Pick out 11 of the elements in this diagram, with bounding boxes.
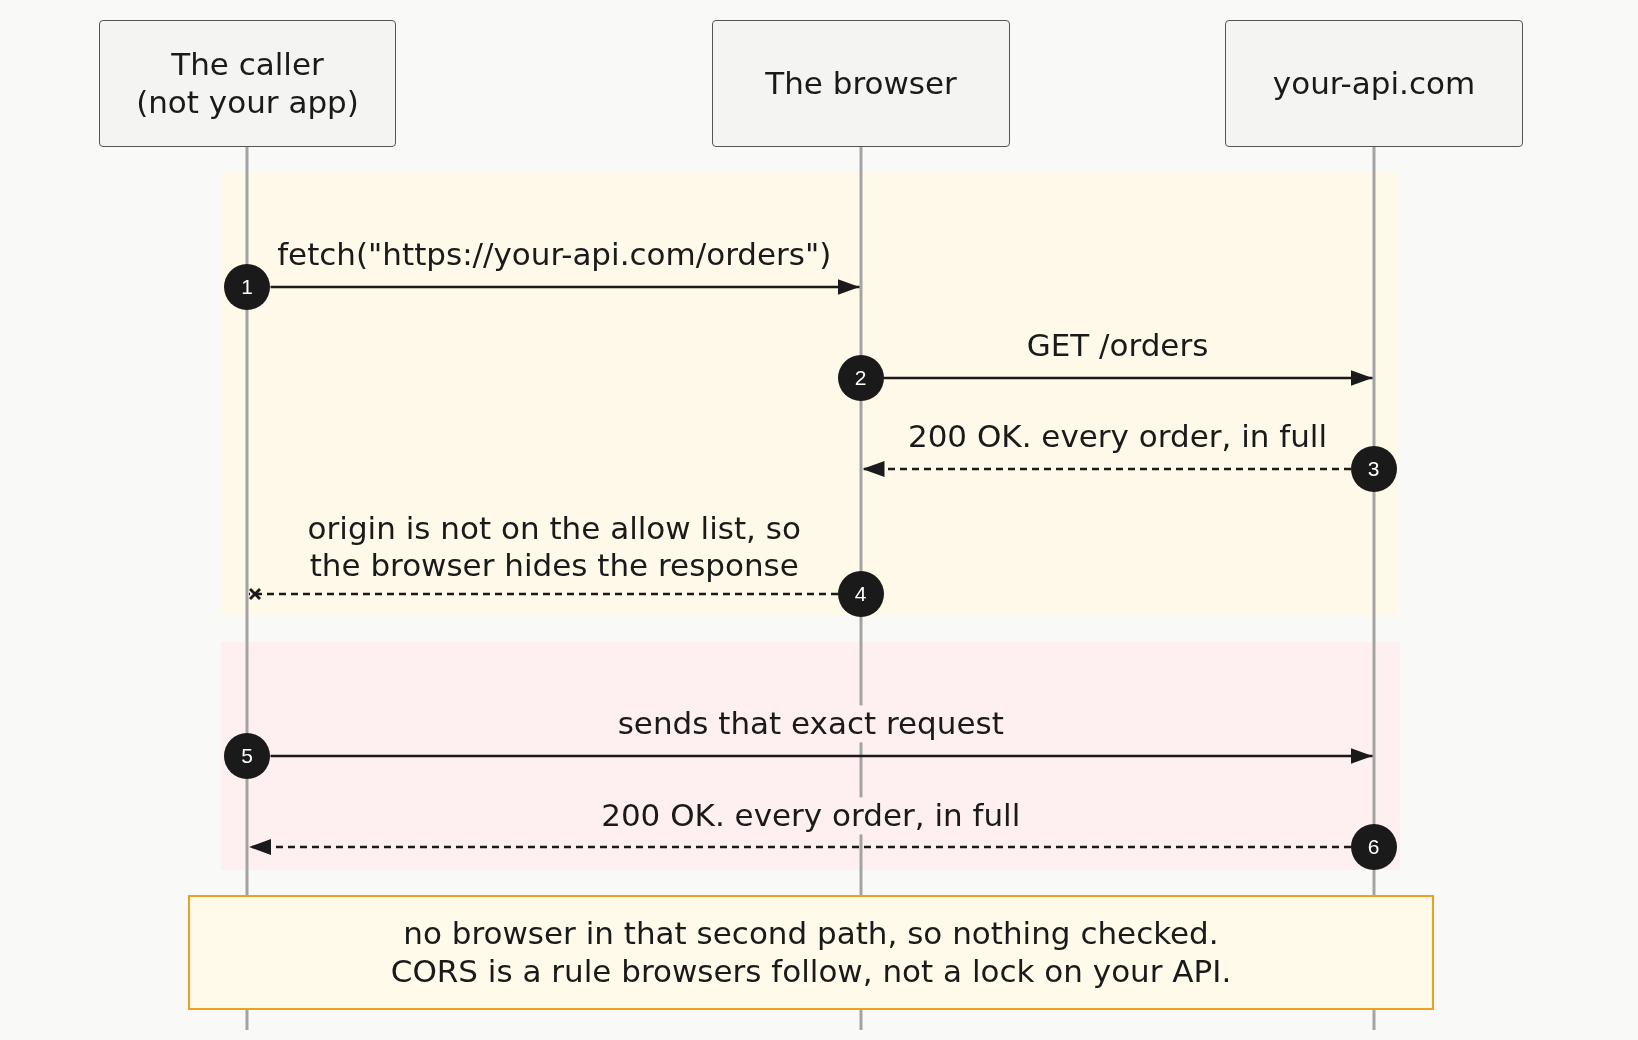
participant-name: your-api.com [1272, 64, 1476, 103]
dashed-arrow [249, 839, 1351, 855]
arrow [884, 370, 1373, 386]
dashed-line-with-cross [249, 588, 838, 600]
arrow [270, 279, 860, 295]
arrow [270, 748, 1373, 764]
participant-name: The caller (not your app) [135, 46, 360, 121]
note-text: no browser in that second path, so nothing checked. CORS is a rule browsers follow, not a lock on your API. [389, 915, 1233, 990]
dashed-arrow [862, 461, 1351, 477]
participant-name: The browser [765, 64, 957, 103]
note-box [188, 895, 1434, 1010]
